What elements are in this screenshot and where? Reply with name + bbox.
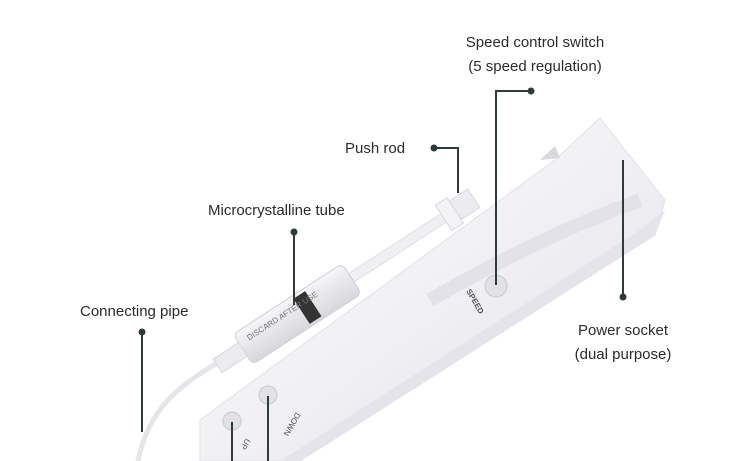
label-push-rod: Push rod (345, 140, 406, 157)
label-speed-switch-line1: Speed control switch (465, 34, 605, 51)
label-speed-switch: Speed control switch (5 speed regulation… (440, 31, 630, 79)
dot-speed (527, 87, 535, 95)
label-speed-switch-line2: (5 speed regulation) (468, 58, 602, 75)
label-micro-tube: Microcrystalline tube (208, 202, 345, 219)
dot-power-socket (619, 293, 627, 301)
dot-connecting-pipe (138, 328, 146, 336)
leader-push-rod (434, 147, 459, 193)
label-power-socket-line2: (dual purpose) (574, 346, 672, 363)
device-body (199, 117, 666, 461)
label-power-socket: Power socket (dual purpose) (553, 319, 693, 367)
label-connecting-pipe: Connecting pipe (80, 303, 189, 320)
syringe: DISCARD AFTER USE (212, 188, 481, 374)
dot-micro-tube (290, 228, 298, 236)
leader-speed (495, 90, 531, 285)
label-power-socket-line1: Power socket (577, 322, 669, 339)
leader-lines (141, 90, 624, 461)
dot-push-rod (430, 144, 438, 152)
